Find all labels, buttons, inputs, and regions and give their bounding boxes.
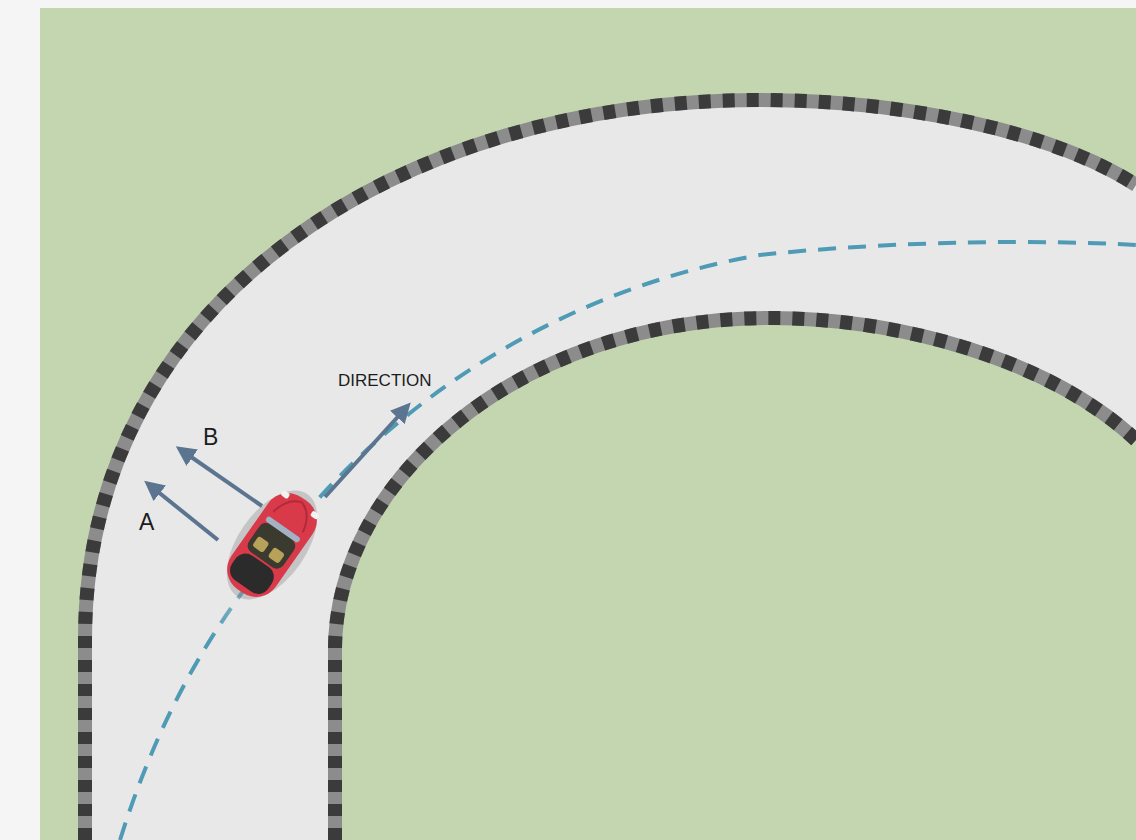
arrow-label: B: [203, 426, 218, 449]
car-body: [218, 484, 326, 607]
direction-label: DIRECTION: [338, 372, 432, 389]
car-headlight: [280, 490, 290, 500]
car-seat: [252, 536, 270, 553]
curbs: [85, 100, 1136, 840]
inner-curb-stripes: [335, 318, 1136, 840]
inner-curb: [335, 318, 1136, 840]
grass: [40, 8, 1136, 840]
arrow-a: [152, 487, 218, 540]
car-shadow: [209, 475, 336, 616]
car-windshield: [265, 516, 301, 544]
car-cabin: [244, 520, 298, 572]
force-arrows: [152, 410, 404, 540]
track-surface: [85, 100, 1136, 840]
car-hood-line: [273, 492, 316, 532]
direction-arrow: [325, 410, 404, 497]
arrow-b: [184, 452, 262, 506]
path-line: [300, 242, 1136, 520]
arrow-label: A: [139, 511, 154, 534]
outer-curb: [85, 100, 1136, 840]
car-headlight: [310, 510, 320, 520]
outer-curb-stripes: [85, 100, 1136, 840]
car-seat: [268, 547, 286, 564]
car: [209, 475, 336, 616]
